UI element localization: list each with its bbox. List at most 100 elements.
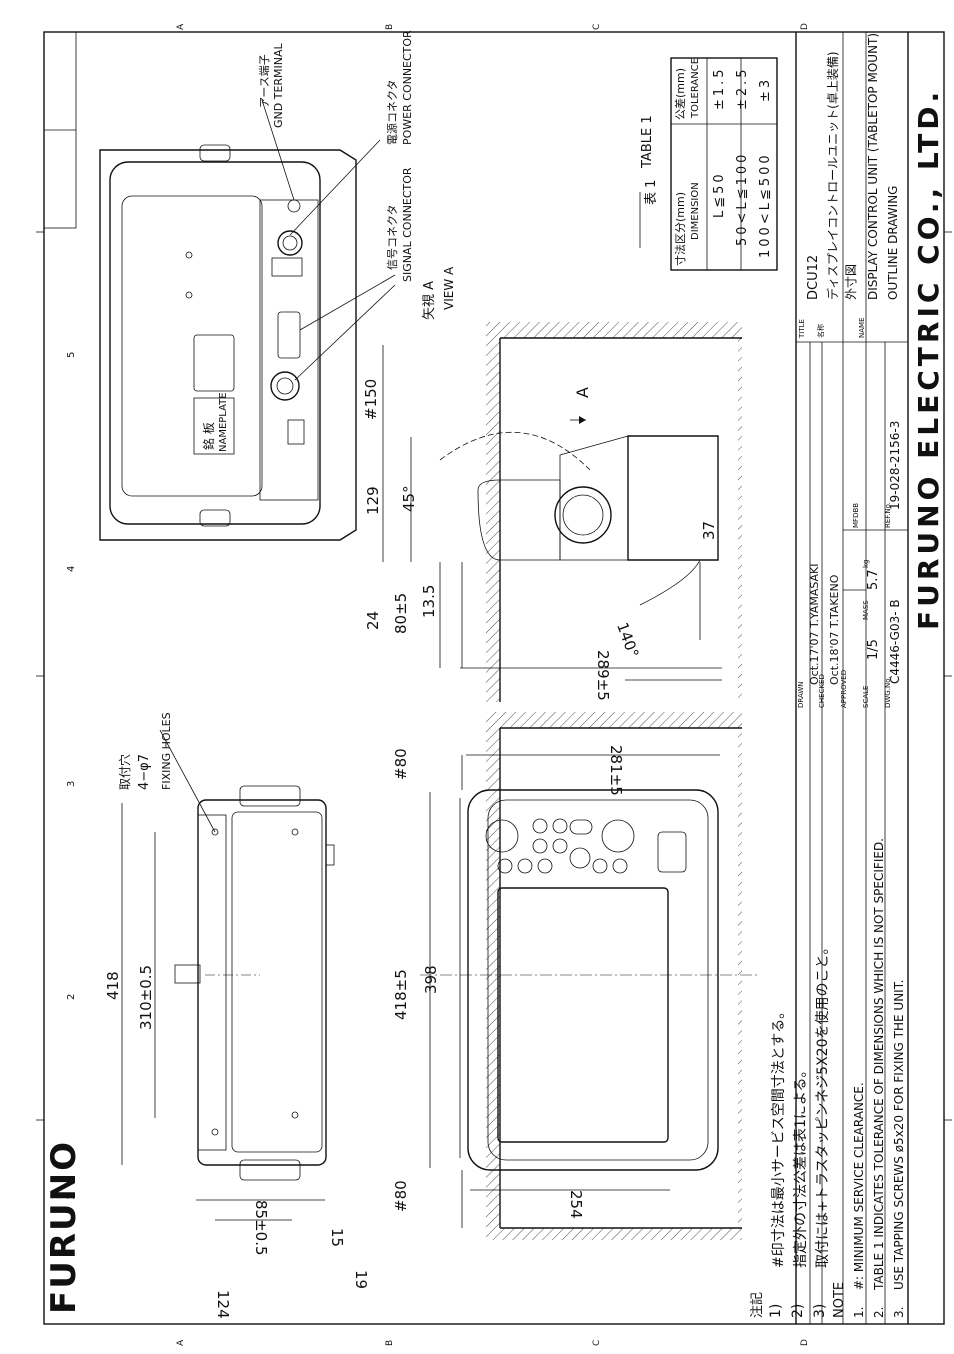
table-col2-en: TOLERANCE (690, 57, 701, 118)
side-view (121, 729, 335, 1221)
sheet-border (43, 31, 945, 1325)
note-en-1-text: #: MINIMUM SERVICE CLEARANCE. (852, 1082, 866, 1290)
signal-connector (270, 371, 300, 401)
title-block-frame (795, 32, 909, 1324)
gnd-terminal (287, 199, 301, 213)
gnd-terminal-en: GND TERMINAL (272, 43, 285, 128)
dim-front-panel: 254 (567, 1190, 585, 1219)
name-label: NAME (858, 317, 866, 339)
table-col1-jp: 寸法区分(mm) (674, 191, 687, 266)
scale-value: 1/5 (866, 639, 881, 660)
nameplate-en: NAMEPLATE (218, 392, 229, 452)
note-jp-3-num: 3) (812, 1303, 828, 1318)
name-jp-label: 名称 (817, 324, 825, 338)
profile-view (382, 322, 742, 702)
dim-profile-80: 80±5 (392, 592, 410, 634)
tolerance-table-frame (639, 57, 778, 271)
signal-connector-en: SIGNAL CONNECTOR (401, 167, 414, 282)
mfd-label: MFDBB (852, 502, 860, 528)
note-jp-1-num: 1) (768, 1303, 784, 1318)
dwg-value: C4446-G03- B (888, 599, 902, 684)
drawn-label: DRAWN (797, 681, 805, 708)
approved-label: APPROVED (840, 669, 848, 708)
drawn-value: Oct.17'07 T.YAMASAKI (808, 563, 821, 685)
power-connector-jp: 電源コネクタ (386, 79, 399, 145)
hinge-knob (554, 486, 612, 544)
dim-side-hole-pitch: 310±0.5 (137, 964, 155, 1030)
grid-number-3: 3 (66, 780, 77, 787)
company-name: FURUNO ELECTRIC CO., LTD. (912, 87, 945, 630)
dim-profile-top-clear: #150 (362, 378, 380, 420)
table-row2-tolerance: ±2.5 (735, 66, 750, 110)
table-title-en: TABLE 1 (640, 115, 655, 168)
title-label: TITLE (798, 319, 806, 338)
checked-value: Oct.18'07 T.TAKENO (828, 574, 841, 685)
gnd-terminal-jp: アース端子 (258, 54, 271, 108)
view-a-jp: 矢視 A (422, 280, 437, 320)
nameplate-jp: 銘 板 (202, 422, 216, 450)
mass-label: MASS (862, 600, 870, 620)
fixing-holes-en: FIXING HOLES (160, 712, 173, 790)
notes-heading-jp: 注記 (750, 1291, 765, 1318)
signal-connector-port (277, 311, 301, 359)
name-sub: OUTLINE DRAWING (886, 185, 900, 300)
dim-profile-total: 289±5 (594, 650, 612, 701)
grid-letter-c-top: C (592, 23, 602, 30)
table-row1-dimension: L≦50 (712, 171, 727, 218)
table-row3-tolerance: ±3 (758, 76, 773, 102)
note-jp-2-text: 指定外の寸法公差は表1による。 (793, 1063, 809, 1269)
grid-letter-a-top: A (176, 23, 186, 30)
ref-value: 19-028-2156-3 (888, 420, 902, 510)
table-col2-jp: 公差(mm) (674, 67, 687, 120)
title-value: DCU12 (806, 254, 821, 300)
furuno-logo: FURUNO (44, 1140, 84, 1314)
dim-side-19: 19 (352, 1270, 370, 1290)
nameplate-area (193, 334, 235, 392)
power-connector-en: POWER CONNECTOR (401, 30, 414, 145)
power-connector (277, 230, 303, 256)
dim-side-15: 15 (328, 1228, 346, 1248)
name-jp-value: ディスプレイコントロールユニット(卓上装備) (826, 51, 840, 300)
grid-number-1: 1 (66, 1193, 77, 1200)
fixing-holes-jp: 取付穴 (118, 753, 132, 790)
grid-number-5: 5 (66, 351, 77, 358)
dim-profile-13: 13.5 (420, 584, 438, 618)
grid-ticks (36, 231, 952, 1121)
table-title-jp: 表 1 (644, 179, 659, 205)
grid-number-4: 4 (66, 565, 77, 572)
front-keypad (485, 818, 687, 874)
note-jp-2-num: 2) (790, 1303, 806, 1318)
grid-letter-c: C (592, 1339, 602, 1346)
fixing-holes-spec: 4−φ7 (137, 753, 152, 790)
nameplate (193, 397, 235, 455)
note-en-3-num: 3. (892, 1306, 906, 1318)
checked-label: CHECKED (818, 674, 826, 708)
angle-tilt: 45° (400, 485, 418, 512)
dim-front-outer: 418±5 (392, 969, 410, 1020)
note-jp-3-text: 取付には+トラスタッピンネジ5X20を使用のこと。 (815, 940, 831, 1268)
dim-side-depth: 124 (214, 1290, 232, 1319)
grid-letter-b-top: B (385, 23, 395, 30)
name-value: DISPLAY CONTROL UNIT (TABLETOP MOUNT) (866, 32, 880, 300)
display-screen (497, 887, 669, 1143)
grid-letter-d: D (800, 1339, 810, 1346)
fixing-hole (211, 828, 219, 836)
note-en-1-num: 1. (852, 1306, 866, 1318)
table-col1-en: DIMENSION (690, 182, 701, 240)
dim-front-top-clear: #80 (392, 748, 410, 780)
grid-letter-d-top: D (800, 23, 810, 30)
rear-view (99, 99, 396, 541)
fixing-hole (211, 1128, 219, 1136)
dim-profile-37: 37 (700, 520, 718, 540)
dim-side-width: 418 (104, 971, 122, 1000)
note-en-2-num: 2. (872, 1306, 886, 1318)
front-view (420, 712, 760, 1240)
note-en-2-text: TABLE 1 INDICATES TOLERANCE OF DIMENSION… (872, 838, 886, 1290)
dim-front-height: 281±5 (607, 745, 625, 796)
dim-front-bottom-clear: #80 (392, 1180, 410, 1212)
table-row3-dimension: 100<L≦500 (758, 152, 773, 258)
scale-label: SCALE (862, 685, 870, 708)
notes-heading-en: NOTE (832, 1281, 847, 1318)
